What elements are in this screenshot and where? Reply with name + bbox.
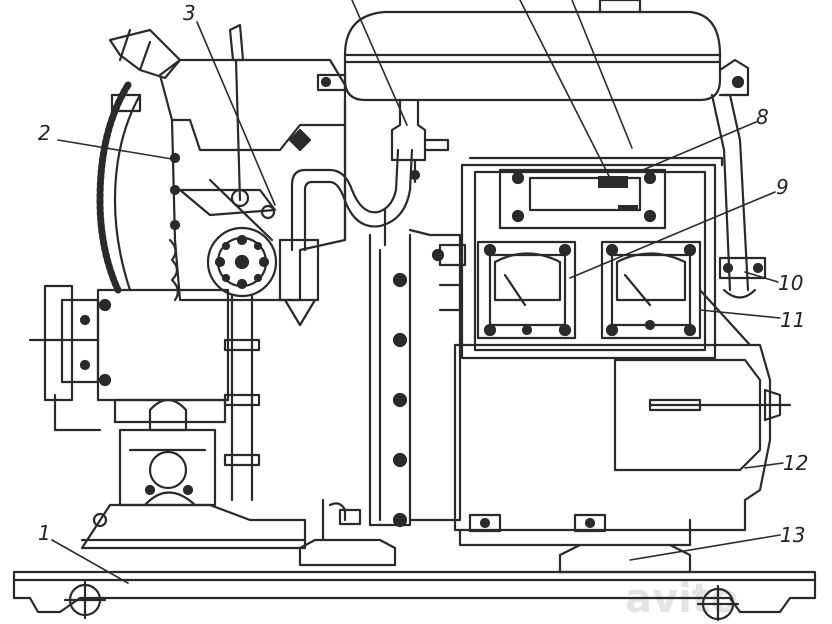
- nozzle-assembly: [108, 28, 182, 113]
- callout-3: 3: [183, 1, 196, 25]
- engine-foot-bracket: [80, 503, 307, 550]
- generator-body: [408, 228, 792, 574]
- fuel-tank: [316, 0, 750, 102]
- fuel-tap: [390, 98, 450, 184]
- engine-block: [158, 58, 347, 302]
- callout-10: 10: [778, 271, 803, 295]
- callout-1: 1: [38, 521, 51, 545]
- leader-lines: [51, 0, 784, 584]
- callout-2: 2: [38, 121, 51, 145]
- vertical-shaft: [223, 294, 261, 502]
- callout-8: 8: [756, 105, 769, 129]
- engine-left-housing: [28, 284, 230, 432]
- magneto-wheel: [206, 226, 320, 327]
- callout-9: 9: [776, 175, 789, 199]
- center-frame: [298, 98, 412, 567]
- dipstick-tube: [228, 23, 245, 202]
- base-frame: [12, 570, 817, 622]
- callout-12: 12: [783, 451, 808, 475]
- control-panel: [460, 156, 724, 360]
- callout-labels: 1 2 3 8 9 10 11 12 13: [38, 1, 808, 547]
- callout-11: 11: [780, 308, 805, 332]
- callout-13: 13: [780, 523, 805, 547]
- right-side-pipe: [698, 93, 767, 347]
